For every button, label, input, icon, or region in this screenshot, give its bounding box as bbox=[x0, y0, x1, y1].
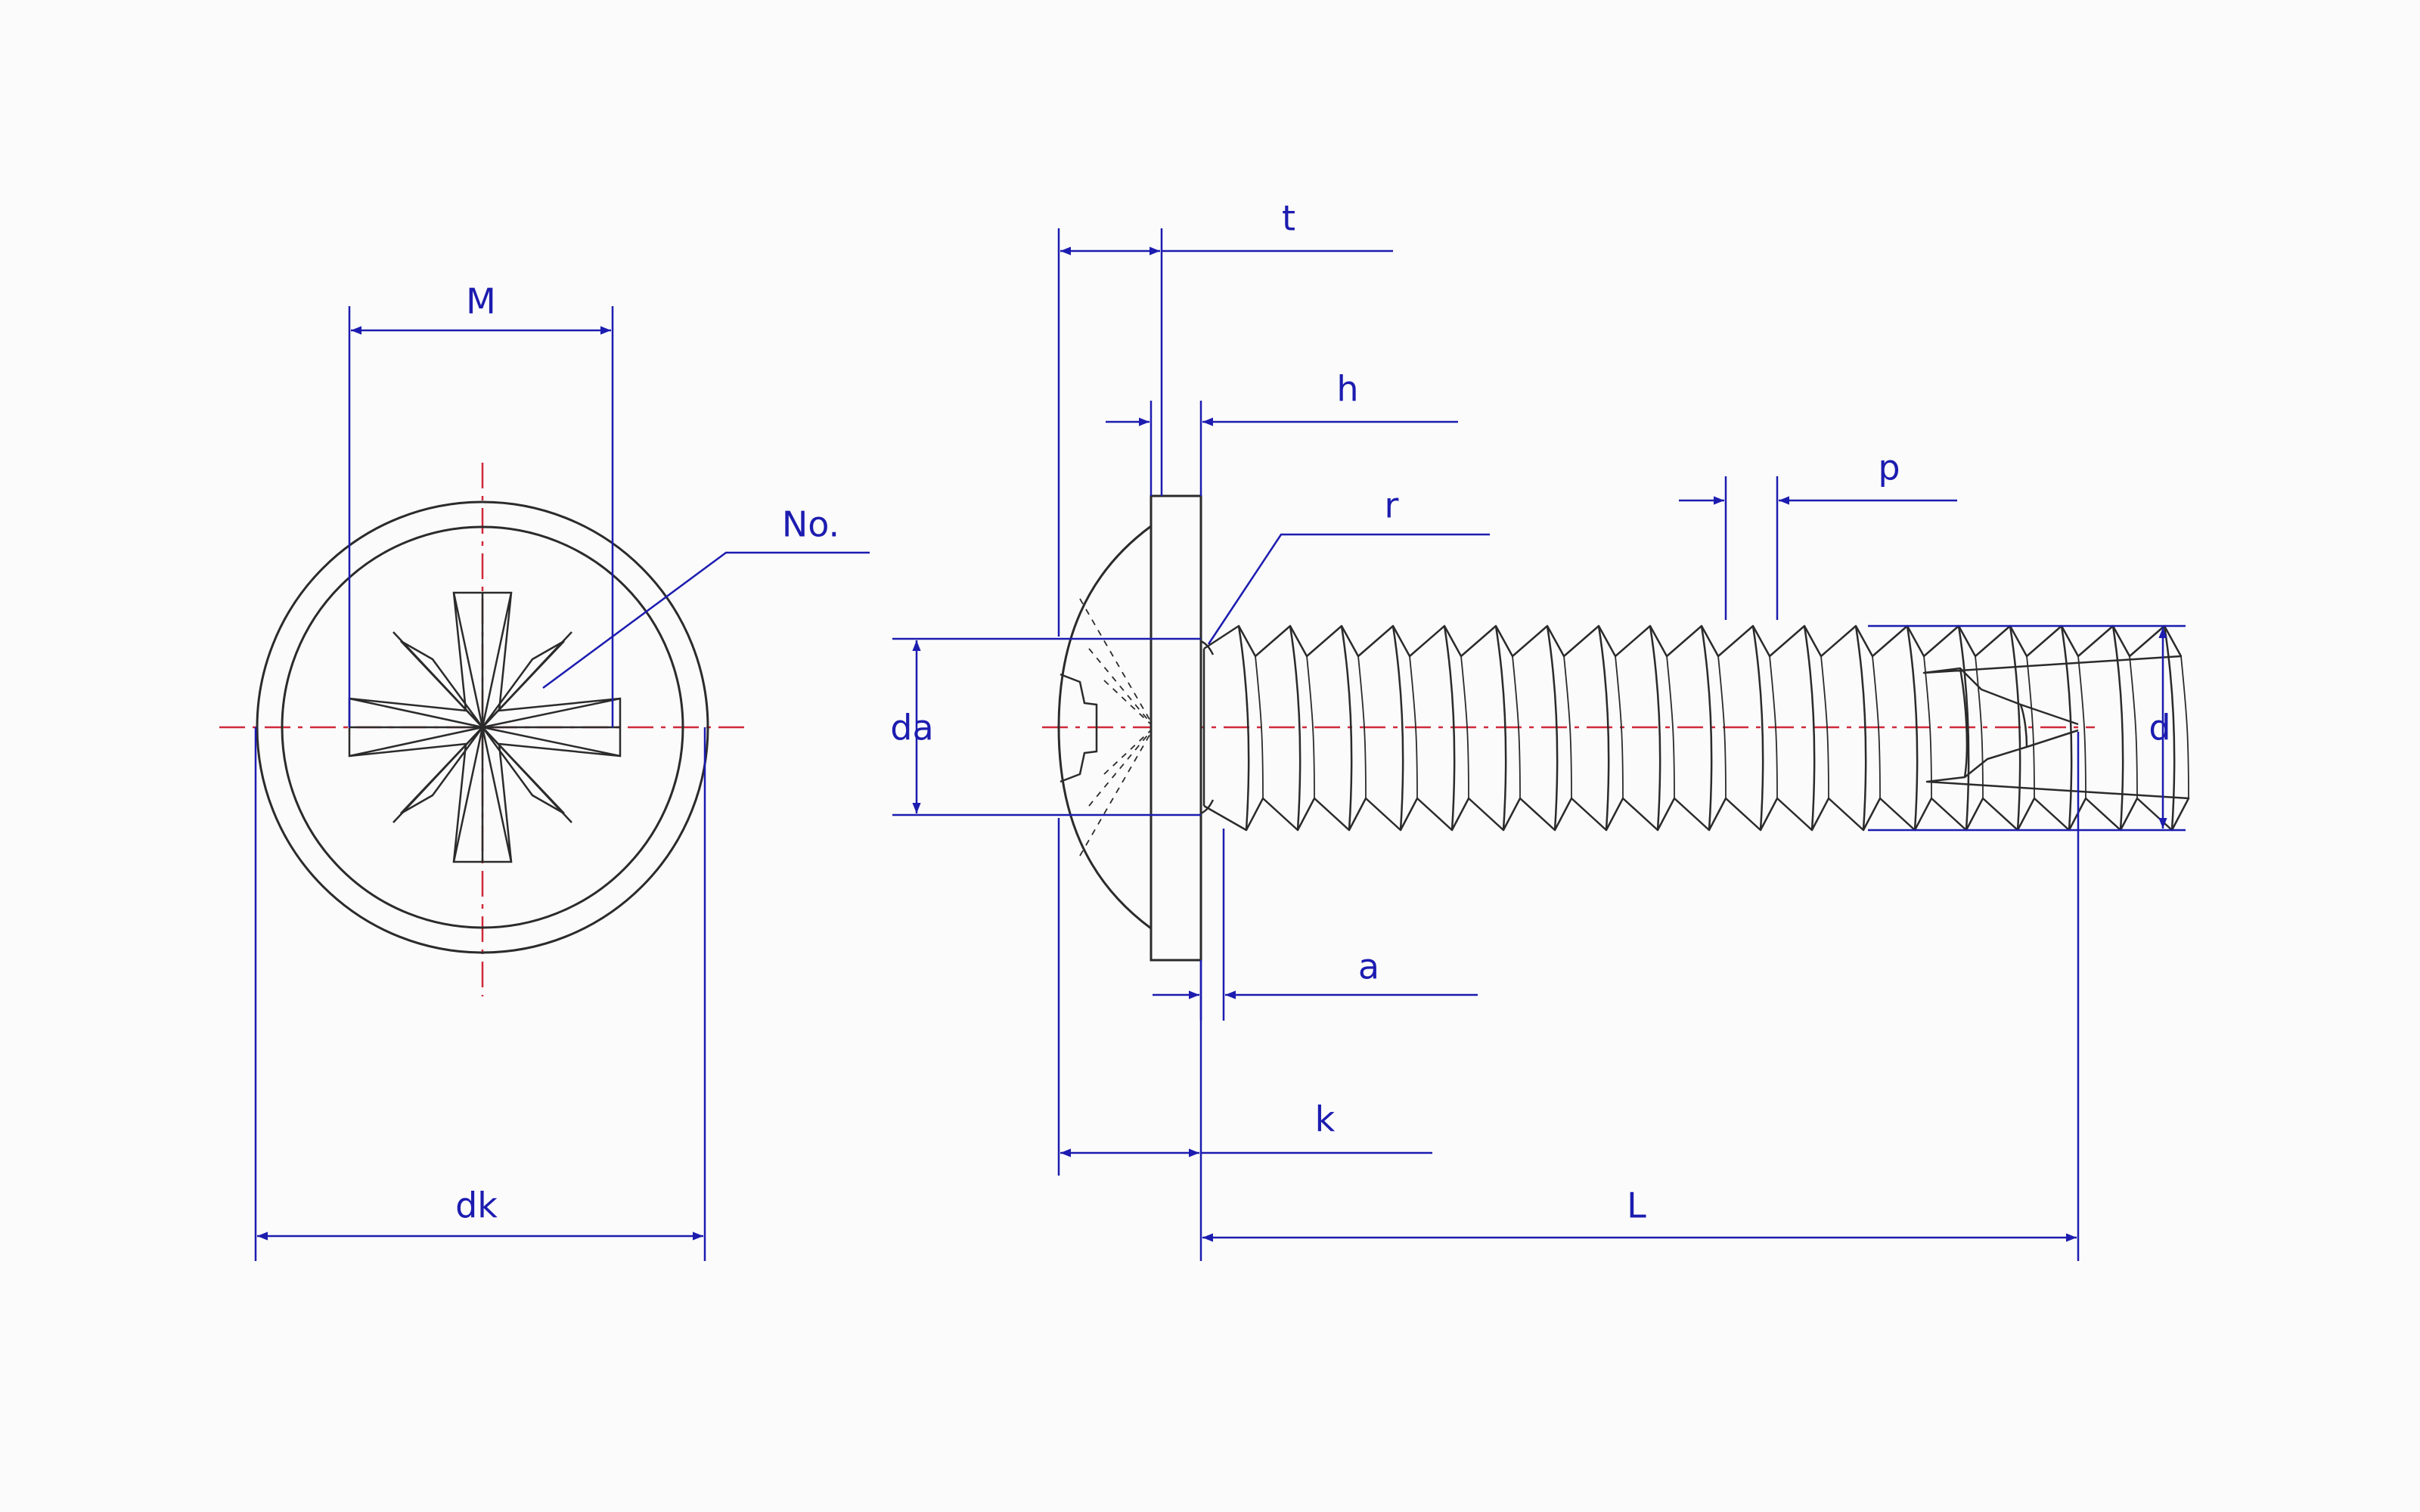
pozidriv-recess bbox=[348, 591, 622, 863]
M-label: M bbox=[466, 281, 496, 322]
screw-side-view: t h r p da d a k L bbox=[890, 198, 2190, 1261]
da-label: da bbox=[890, 708, 933, 748]
head-recess-profile bbox=[1060, 673, 1098, 783]
threaded-shank bbox=[1202, 624, 2190, 832]
r-leader-line bbox=[1207, 533, 1490, 645]
side-view-dimensions bbox=[892, 228, 2186, 1261]
d-label: d bbox=[2149, 708, 2170, 748]
dk-label: dk bbox=[455, 1185, 498, 1226]
head-inner-circle bbox=[281, 525, 684, 929]
washer-flange bbox=[1150, 494, 1202, 962]
L-label: L bbox=[1627, 1185, 1646, 1226]
t-label: t bbox=[1282, 198, 1295, 239]
dome-head-outline bbox=[1057, 525, 1152, 930]
No-label: No. bbox=[782, 504, 839, 545]
head-outer-circle bbox=[256, 500, 709, 954]
recess-hidden-lines bbox=[1079, 598, 1155, 857]
No-leader-line bbox=[542, 551, 870, 689]
a-label: a bbox=[1358, 947, 1379, 987]
k-label: k bbox=[1315, 1099, 1336, 1140]
head-front-view: M No. dk bbox=[219, 281, 870, 1261]
h-label: h bbox=[1336, 369, 1358, 410]
p-label: p bbox=[1878, 448, 1900, 488]
r-label: r bbox=[1385, 485, 1399, 526]
